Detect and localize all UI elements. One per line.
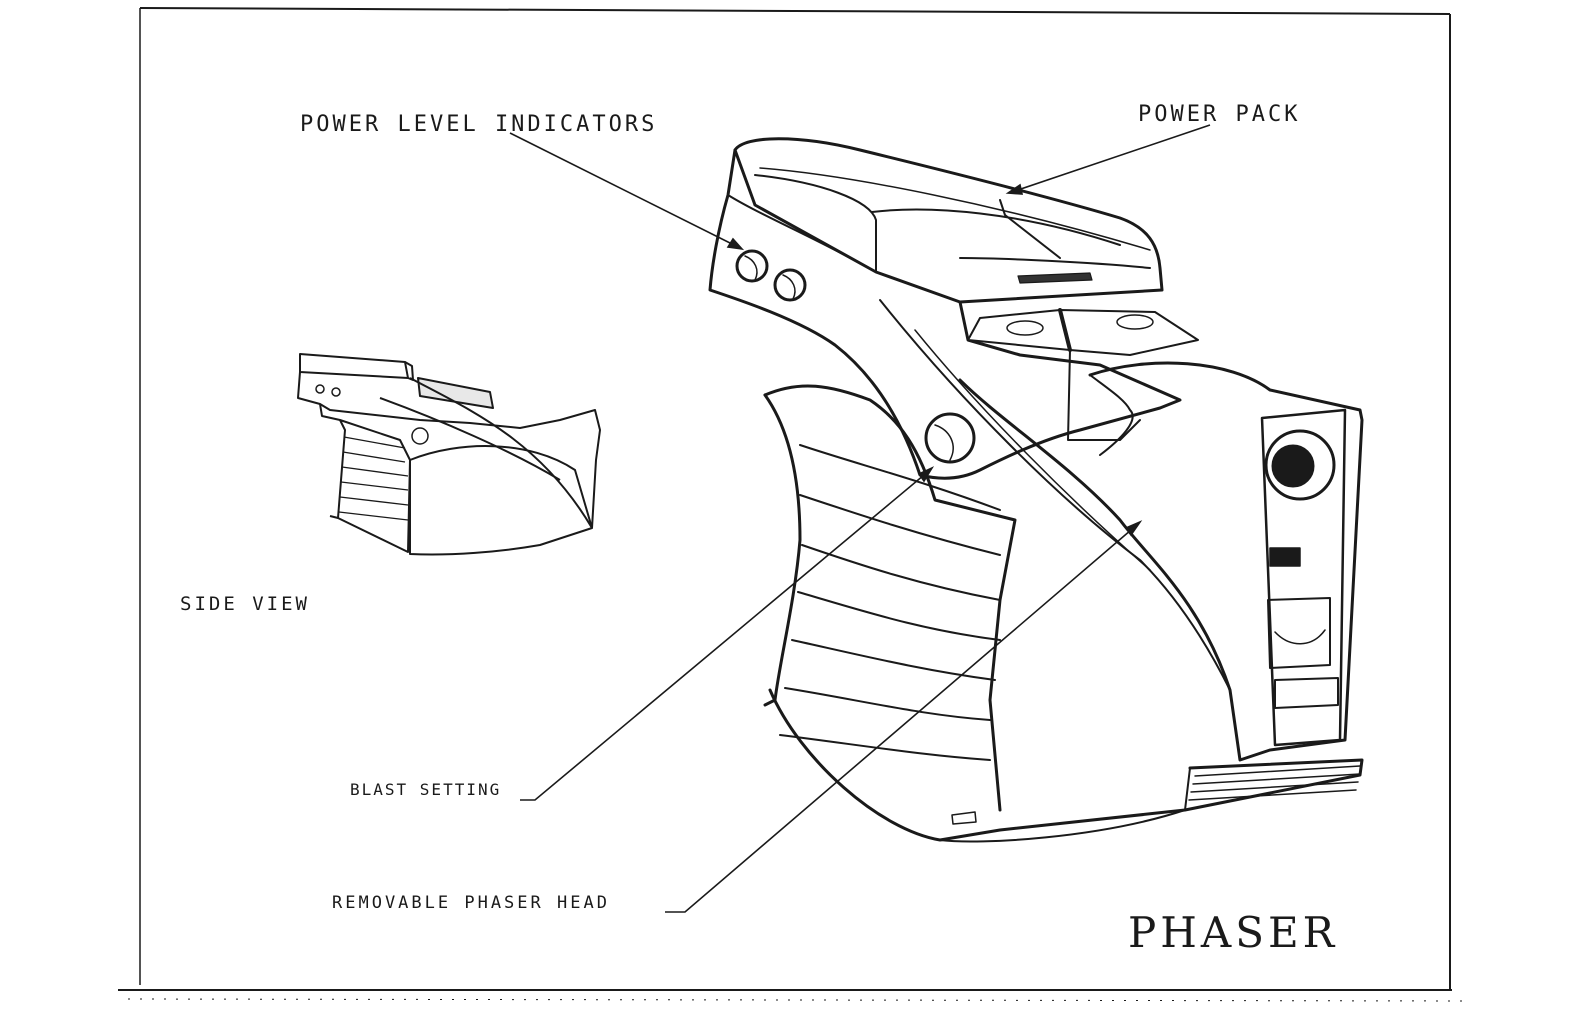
label-power-pack: POWER PACK xyxy=(1138,102,1301,127)
leader-power-level xyxy=(509,132,741,249)
side-view-drawing xyxy=(297,353,601,556)
label-side-view: SIDE VIEW xyxy=(180,593,310,615)
arrow-removable xyxy=(1124,520,1143,537)
arrow-blast xyxy=(917,466,935,483)
label-removable-phaser-head: REMOVABLE PHASER HEAD xyxy=(332,893,610,913)
leader-blast xyxy=(520,469,931,801)
label-blast-setting: BLAST SETTING xyxy=(350,780,502,799)
leader-removable xyxy=(665,523,1139,913)
side-indicator-1 xyxy=(315,384,325,394)
side-indicator-2 xyxy=(331,387,341,397)
arrow-power-pack xyxy=(1005,183,1024,195)
leader-lines xyxy=(509,124,1211,913)
blast-setting-dial xyxy=(924,412,976,464)
phaser-main-drawing xyxy=(708,137,1364,843)
drawing-title: PHASER xyxy=(1128,908,1339,957)
arrow-power-level xyxy=(726,237,745,251)
leader-power-pack xyxy=(1011,124,1211,193)
label-power-level-indicators: POWER LEVEL INDICATORS xyxy=(300,112,658,137)
emitter-lens-inner xyxy=(1271,444,1315,488)
emitter-lens-outer xyxy=(1264,429,1336,501)
power-indicator-2 xyxy=(773,268,807,302)
power-indicator-1 xyxy=(735,249,769,283)
side-blast-setting xyxy=(411,427,429,445)
sheet-border xyxy=(118,7,1471,1002)
